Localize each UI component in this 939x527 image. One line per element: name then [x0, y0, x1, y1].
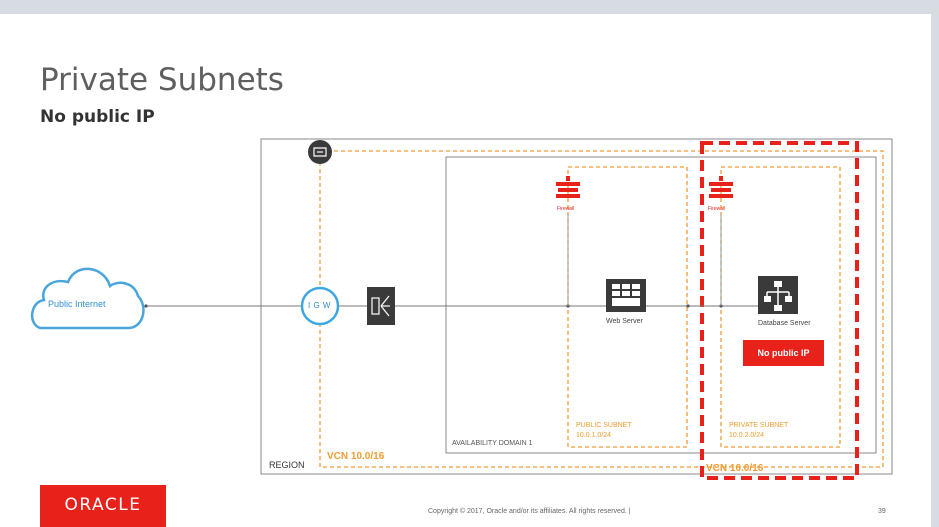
public-firewall-icon	[556, 176, 580, 198]
igw-icon	[300, 286, 340, 326]
vcn-label: VCN 10.0/16	[327, 451, 385, 462]
region-top-icon	[308, 140, 332, 164]
private-firewall-icon	[709, 176, 733, 198]
internet-connector-dot	[144, 304, 148, 308]
oracle-logo-text: ORACLE	[64, 495, 142, 515]
private-highlight-box	[700, 141, 859, 480]
slide-number: 39	[878, 508, 886, 515]
private-subnet-cidr: 10.0.2.0/24	[729, 432, 765, 439]
web-server-label: Web Server	[606, 318, 643, 325]
router-icon	[367, 287, 395, 325]
right-bar	[931, 0, 939, 527]
public-internet-cloud-icon	[31, 267, 145, 330]
database-server-label: Database Server	[758, 320, 811, 327]
top-bar	[0, 0, 939, 14]
private-firewall-label: Firewall	[708, 206, 726, 212]
vcn-label-highlight: VCN 10.0/16	[706, 463, 764, 474]
mid-connector-dot	[686, 304, 690, 308]
oracle-logo: ORACLE	[40, 485, 166, 527]
database-server-icon	[758, 276, 798, 314]
availability-domain-label: AVAILABILITY DOMAIN 1	[452, 440, 533, 447]
igw-label: I G W	[308, 301, 331, 310]
availability-domain-box	[445, 156, 877, 454]
vcn-box	[319, 150, 884, 468]
slide-subtitle: No public IP	[40, 107, 155, 127]
web-server-icon	[606, 279, 646, 312]
public-internet-label: Public Internet	[48, 299, 106, 309]
public-subnet-label: PUBLIC SUBNET	[576, 422, 632, 429]
region-label: REGION	[269, 460, 305, 470]
private-subnet-label: PRIVATE SUBNET	[729, 422, 789, 429]
public-subnet-cidr: 10.0.1.0/24	[576, 432, 612, 439]
slide-title: Private Subnets	[40, 62, 284, 98]
copyright-text: Copyright © 2017, Oracle and/or its affi…	[428, 508, 631, 515]
public-firewall-label: Firewall	[557, 206, 575, 212]
no-public-ip-badge: No public IP	[743, 340, 824, 366]
